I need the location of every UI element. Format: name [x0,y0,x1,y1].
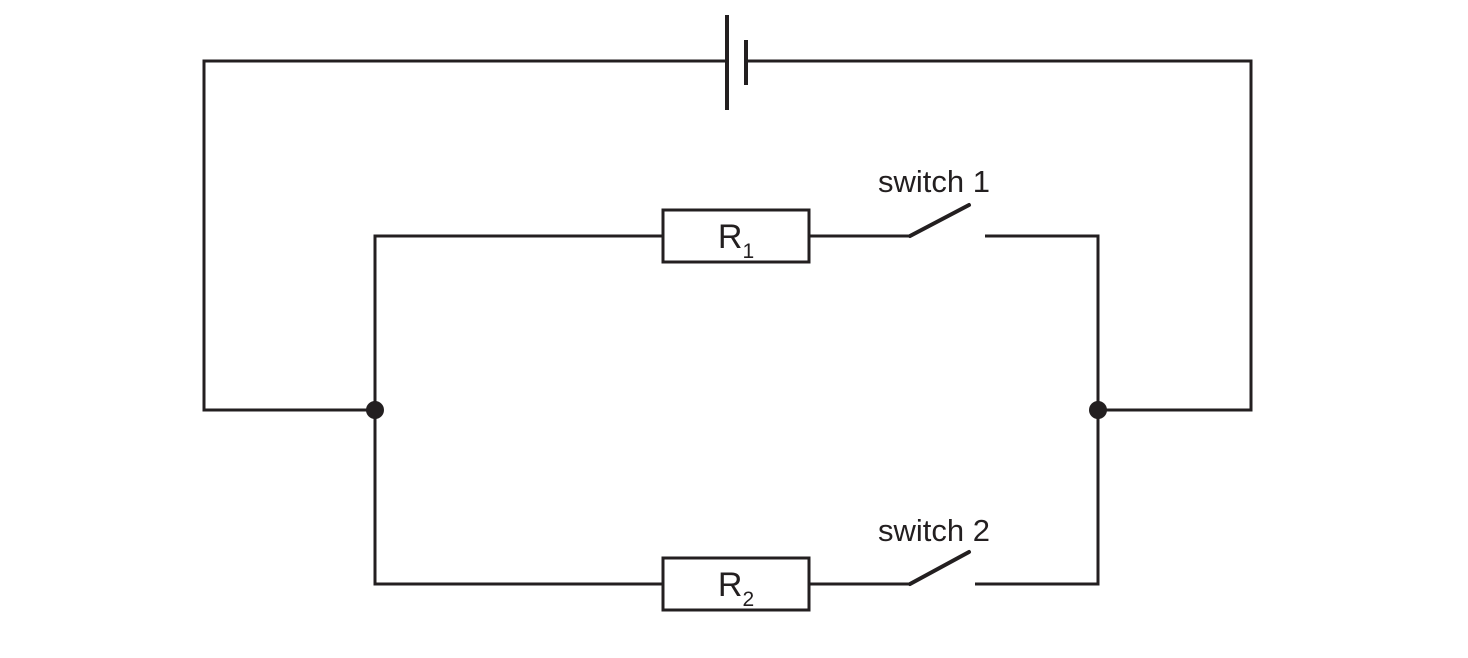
wire-outer-right [746,59,1253,412]
resistor-r2-subscript: 2 [742,588,754,611]
resistor-r2-body [661,556,811,612]
junction-node-right [1089,401,1107,419]
wire-branch-bottom-contact [975,410,1100,586]
junction-node-left [366,401,384,419]
switch-2-blade-icon[interactable] [908,550,971,586]
resistor-r1: R1 [661,208,811,264]
wire-branch-bottom-left [373,410,663,586]
wire-branch-top-contact [985,234,1100,410]
resistor-r2-letter: R [718,566,743,604]
battery-symbol [725,15,748,110]
switch-1-label: switch 1 [878,164,990,199]
resistor-r1-label: R1 [718,218,754,263]
resistor-r1-letter: R [718,218,743,256]
resistor-r1-subscript: 1 [742,240,754,263]
wire-outer-left [202,59,727,412]
switch-1-blade-icon[interactable] [908,203,971,238]
resistor-r1-body [661,208,811,264]
resistor-r2: R2 [661,556,811,612]
switch-2-label: switch 2 [878,513,990,548]
resistor-r2-label: R2 [718,566,754,611]
switch-1[interactable]: switch 1 [878,164,990,238]
switch-2[interactable]: switch 2 [878,513,990,586]
wire-branch-top-left [373,234,663,410]
